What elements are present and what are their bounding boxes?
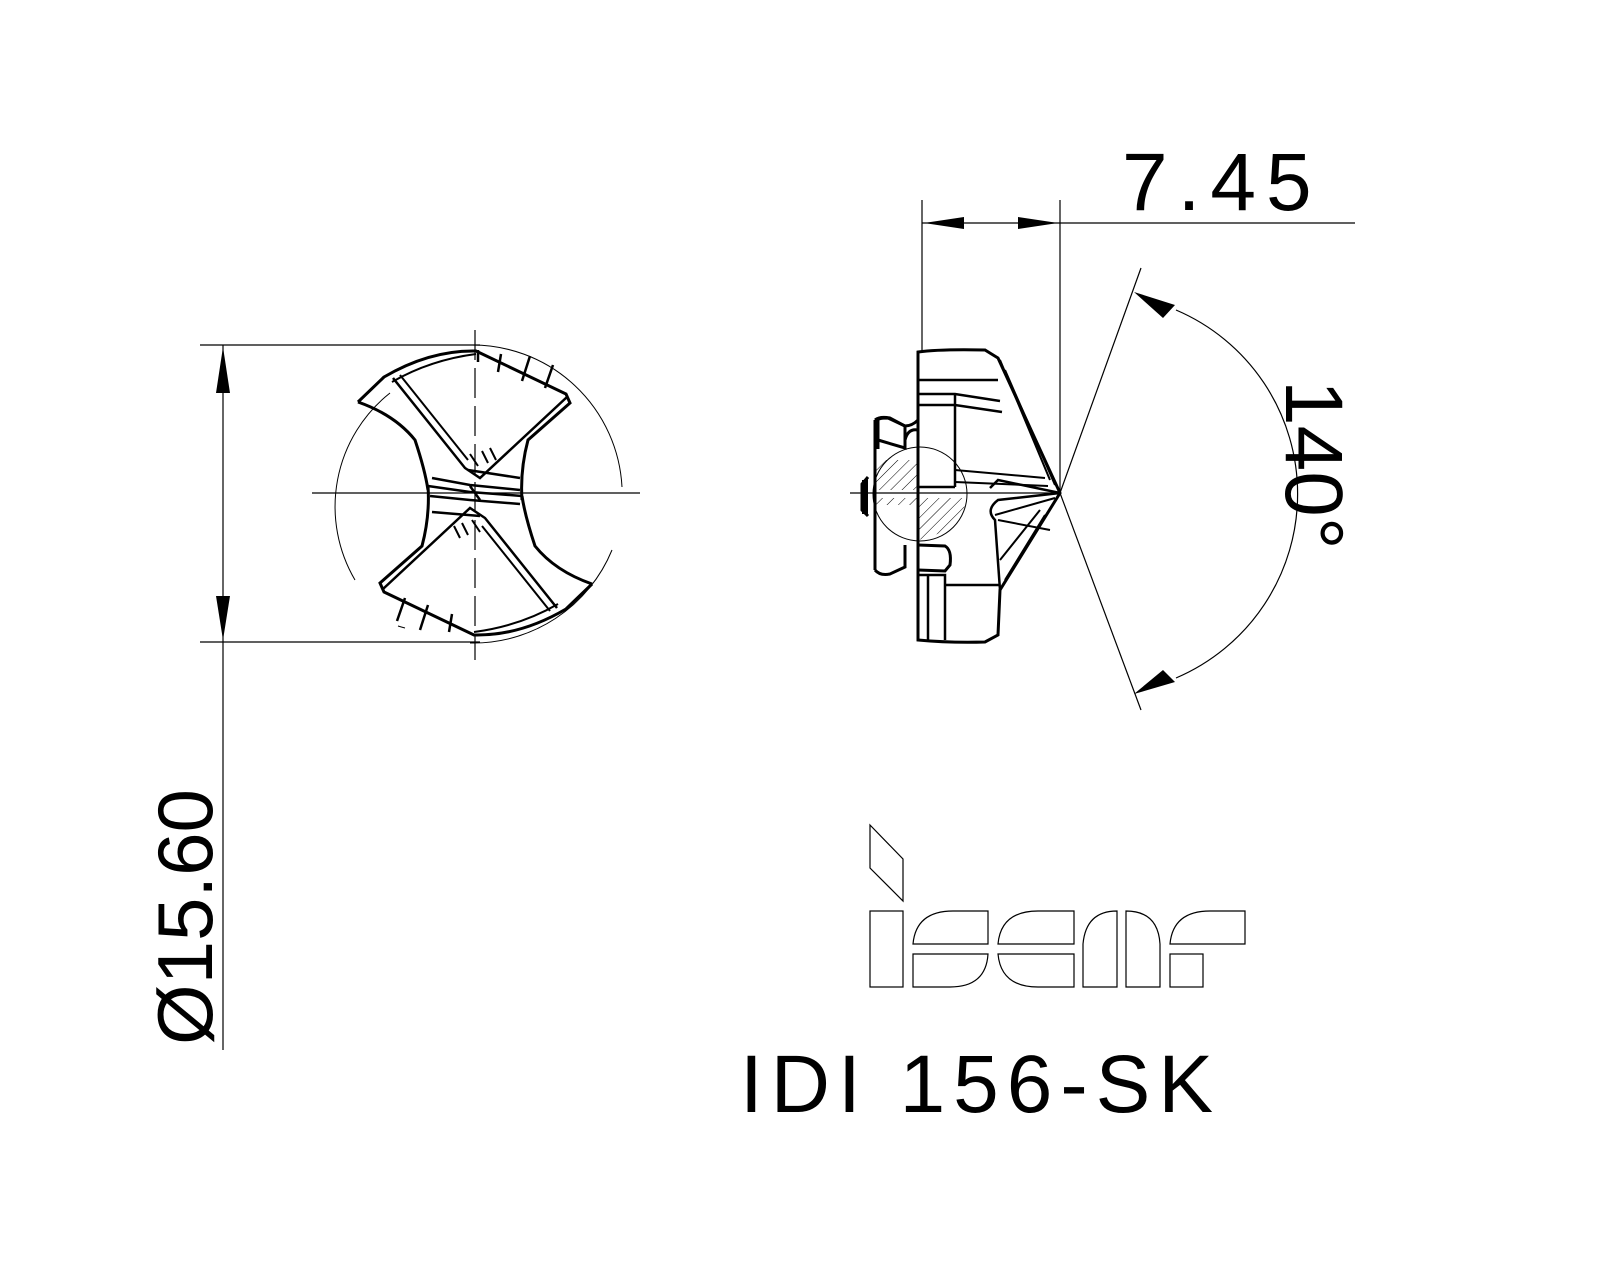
- arrow-left-icon: [924, 217, 964, 229]
- iscar-logo: iscar: [869, 823, 1246, 988]
- length-label: 7.45: [1122, 137, 1322, 228]
- outer-diameter-arc: [334, 392, 391, 581]
- angle-dimension: [1059, 267, 1299, 711]
- arrow-up-icon: [216, 347, 230, 393]
- upper-cutting-lip: [356, 349, 572, 501]
- diameter-label: Ø15.60: [141, 789, 229, 1045]
- angle-label: 140°: [1268, 380, 1359, 550]
- chisel-edge: [427, 468, 523, 518]
- coupling-section: [872, 446, 968, 542]
- arrow-down-icon: [216, 596, 230, 640]
- length-dimension: [922, 217, 1355, 229]
- arrow-lower-icon: [1134, 670, 1175, 694]
- side-view: [850, 200, 1062, 644]
- arrow-right-icon: [1018, 217, 1058, 229]
- diameter-dimension: [200, 344, 480, 1050]
- arrow-upper-icon: [1134, 292, 1175, 318]
- lower-cutting-lip: [378, 485, 594, 637]
- model-name: IDI 156-SK: [740, 1039, 1221, 1130]
- end-view: [312, 330, 640, 660]
